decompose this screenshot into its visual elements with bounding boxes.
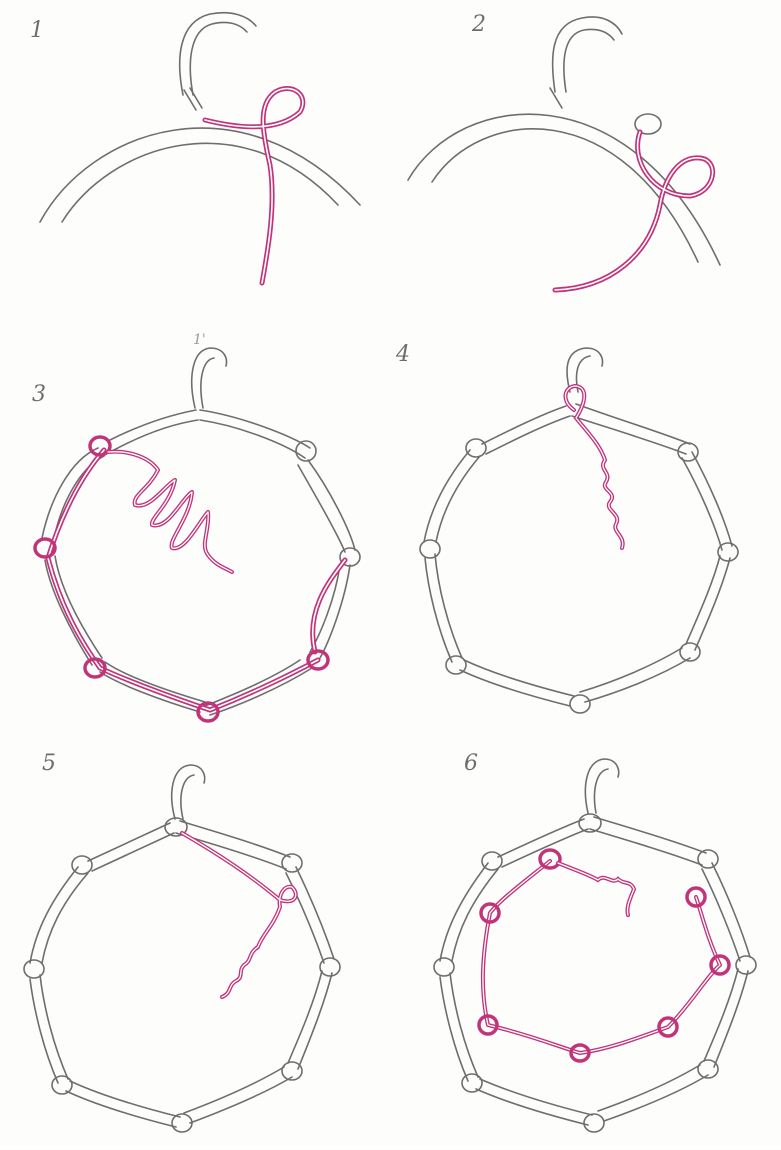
step-panel-2: 2 <box>390 0 781 305</box>
step-number: 5 <box>42 751 56 776</box>
new-cord <box>205 89 303 283</box>
step-number: 3 <box>32 382 46 407</box>
step-4-illustration <box>390 320 781 725</box>
new-cord <box>182 833 296 997</box>
new-cord <box>35 437 345 721</box>
new-cord <box>479 850 729 1061</box>
step-2-illustration <box>390 0 781 305</box>
step-panel-4: 4 <box>390 320 781 725</box>
step-panel-1: 1 <box>0 0 390 305</box>
step-number: 1 <box>30 18 44 43</box>
chain-ring <box>440 817 750 1125</box>
step-number: 6 <box>464 751 478 776</box>
step-number: 2 <box>472 12 486 37</box>
step-3-illustration <box>0 320 390 725</box>
step-panel-5: 5 <box>0 735 390 1146</box>
auxiliary-mark: 1' <box>193 332 206 348</box>
step-1-illustration <box>0 0 390 305</box>
step-number: 4 <box>396 342 410 367</box>
step-5-illustration <box>0 735 390 1146</box>
step-6-illustration <box>390 735 781 1146</box>
step-panel-3: 3 1' <box>0 320 390 725</box>
chain-ring <box>30 821 334 1127</box>
step-panel-6: 6 <box>390 735 781 1146</box>
